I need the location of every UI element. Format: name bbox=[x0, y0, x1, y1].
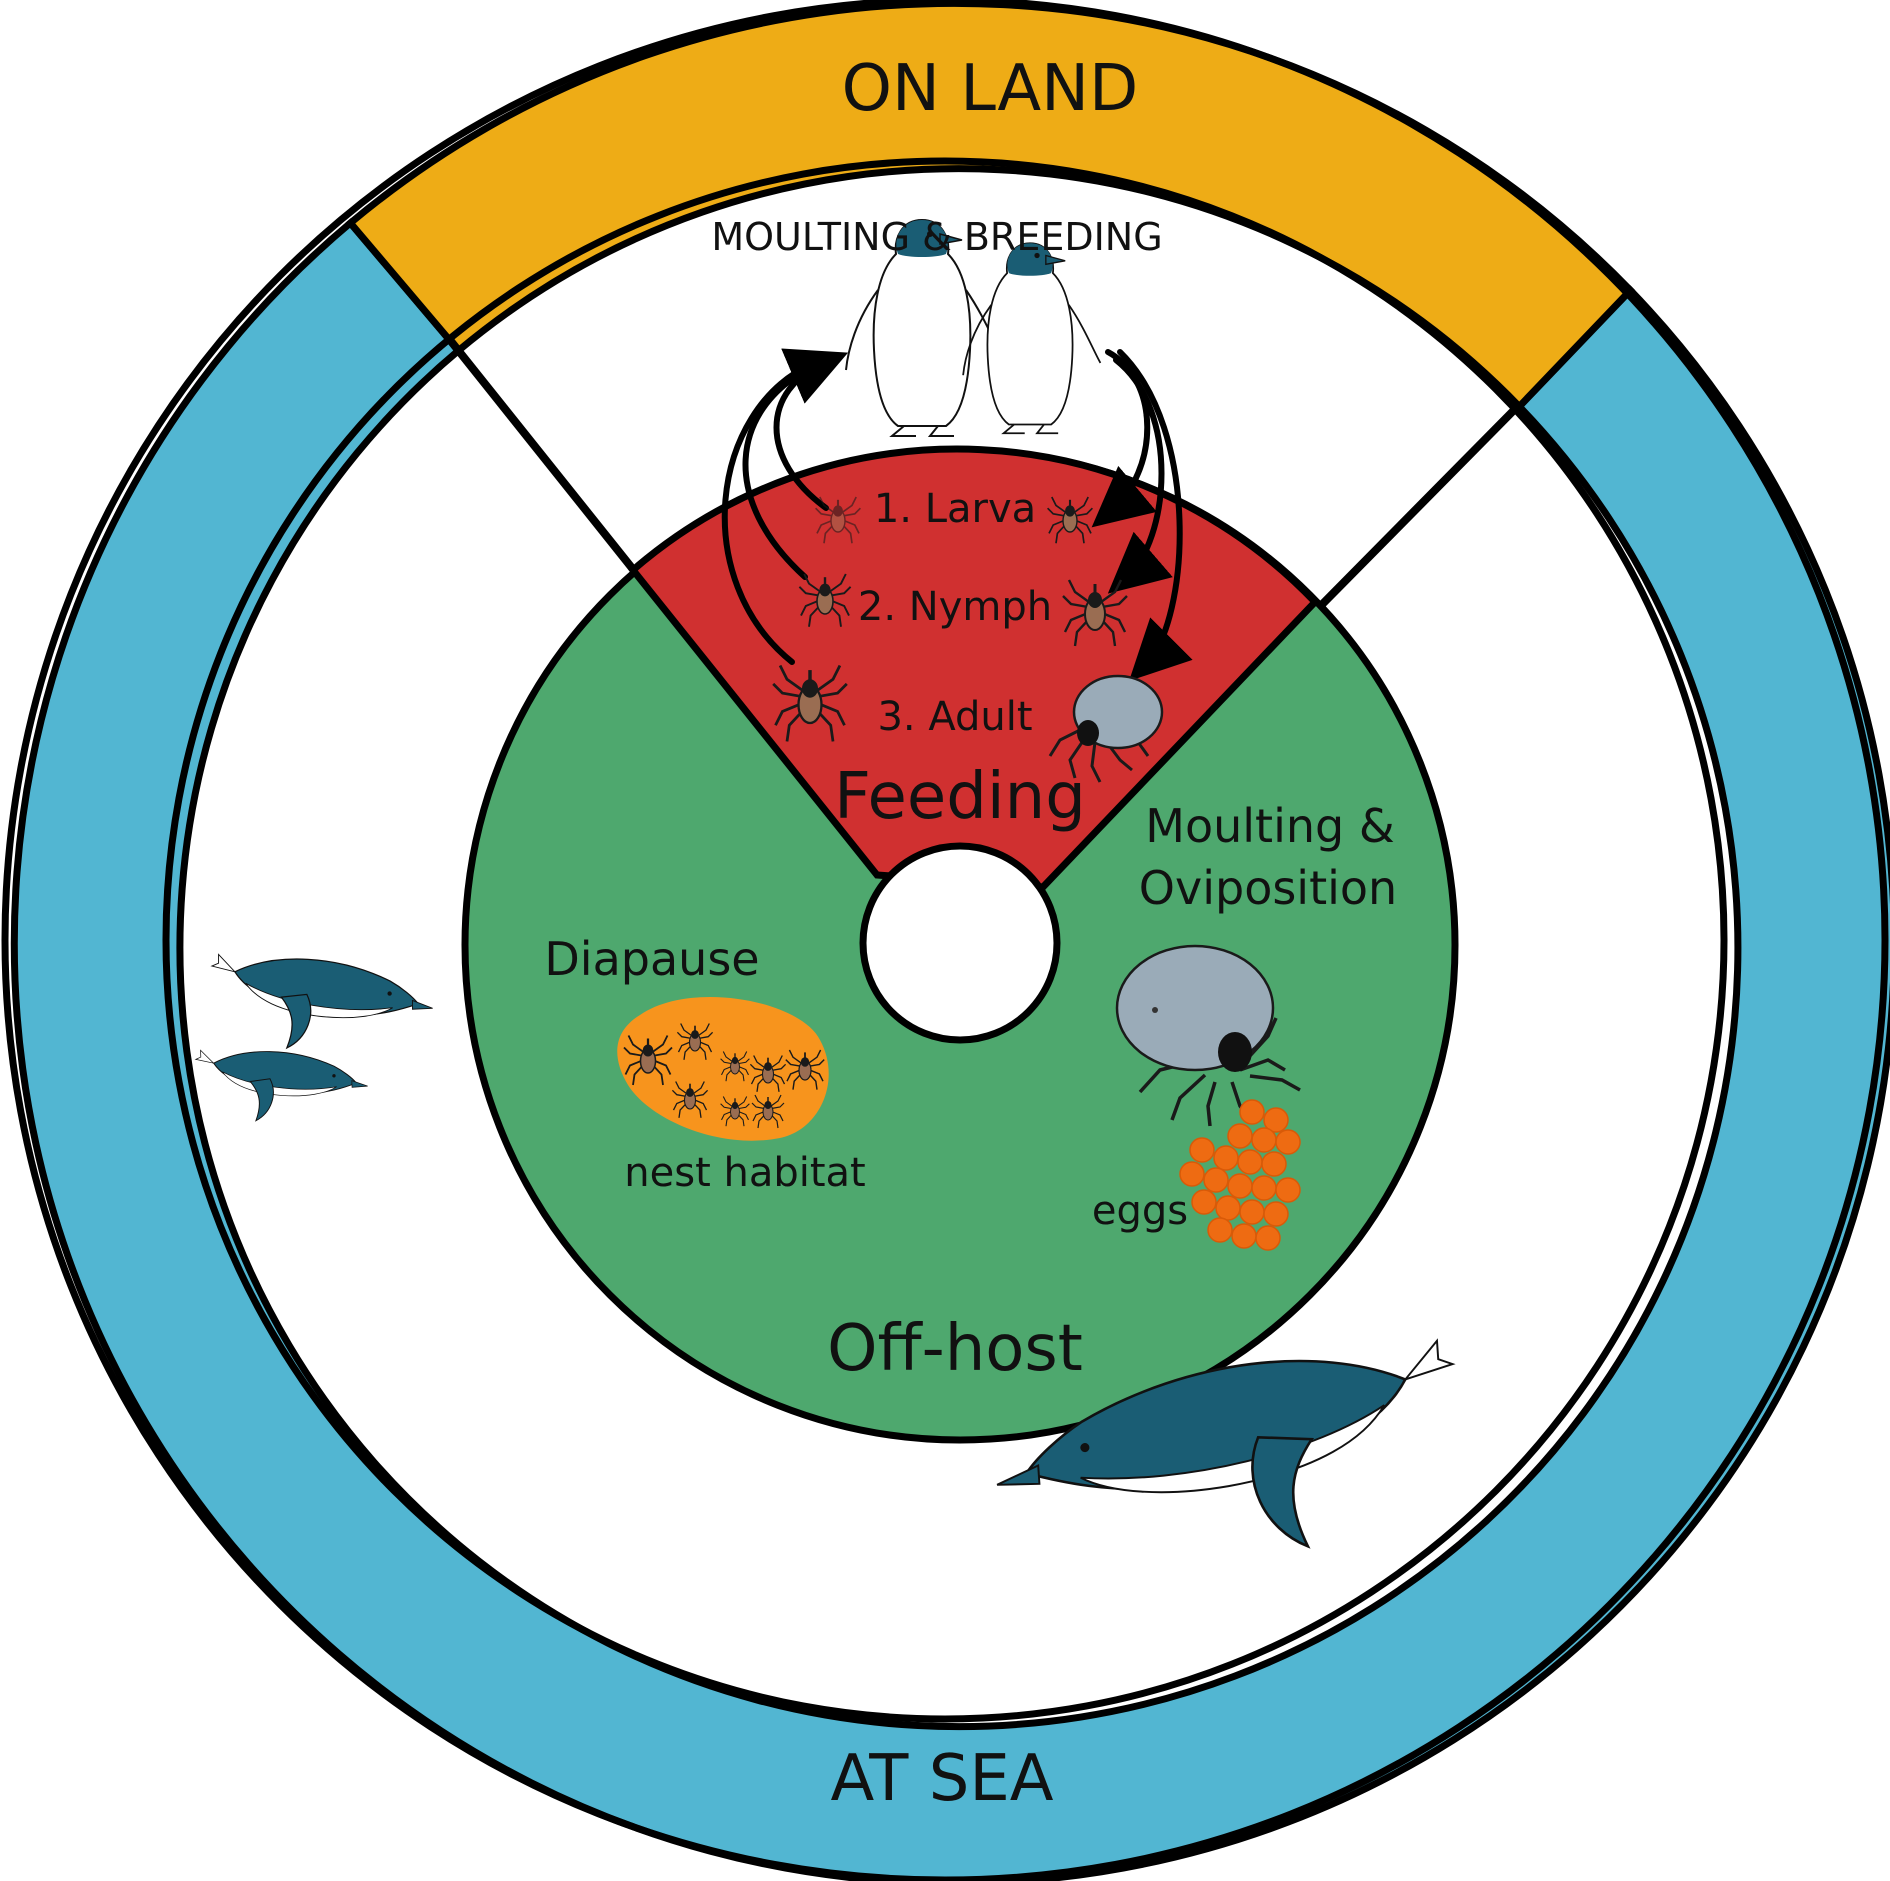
on-land-label: ON LAND bbox=[842, 52, 1139, 126]
ovipositing-tick bbox=[1115, 944, 1301, 1127]
moulting-label-line1: Moulting & bbox=[1145, 799, 1394, 853]
nest-habitat-label: nest habitat bbox=[624, 1150, 865, 1196]
moulting-label-line2: Oviposition bbox=[1139, 861, 1397, 915]
stage-adult-label: 3. Adult bbox=[877, 694, 1032, 740]
penguin-icon bbox=[962, 242, 1102, 435]
off-host-label: Off-host bbox=[827, 1312, 1083, 1386]
center-hole bbox=[859, 842, 1061, 1044]
engorged-tick-icon bbox=[1048, 674, 1164, 783]
diapause-label: Diapause bbox=[544, 932, 759, 986]
stage-larva-label: 1. Larva bbox=[874, 486, 1036, 532]
host-phase-label: MOULTING & BREEDING bbox=[711, 215, 1162, 259]
labels: ON LAND AT SEA MOULTING & BREEDING Feedi… bbox=[544, 52, 1397, 1816]
penguin-icon bbox=[201, 944, 438, 1068]
stage-nymph-label: 2. Nymph bbox=[858, 584, 1052, 630]
feeding-ticks bbox=[771, 496, 1164, 783]
on-land-arc bbox=[345, 0, 1636, 412]
egg-cluster-icon bbox=[1179, 1099, 1301, 1251]
eggs-label: eggs bbox=[1092, 1188, 1188, 1234]
feeding-label: Feeding bbox=[834, 760, 1086, 834]
lifecycle-arrows bbox=[721, 348, 1193, 682]
penguin-icon bbox=[189, 1042, 371, 1133]
at-sea-label: AT SEA bbox=[830, 1742, 1053, 1816]
nest-habitat bbox=[617, 996, 829, 1141]
